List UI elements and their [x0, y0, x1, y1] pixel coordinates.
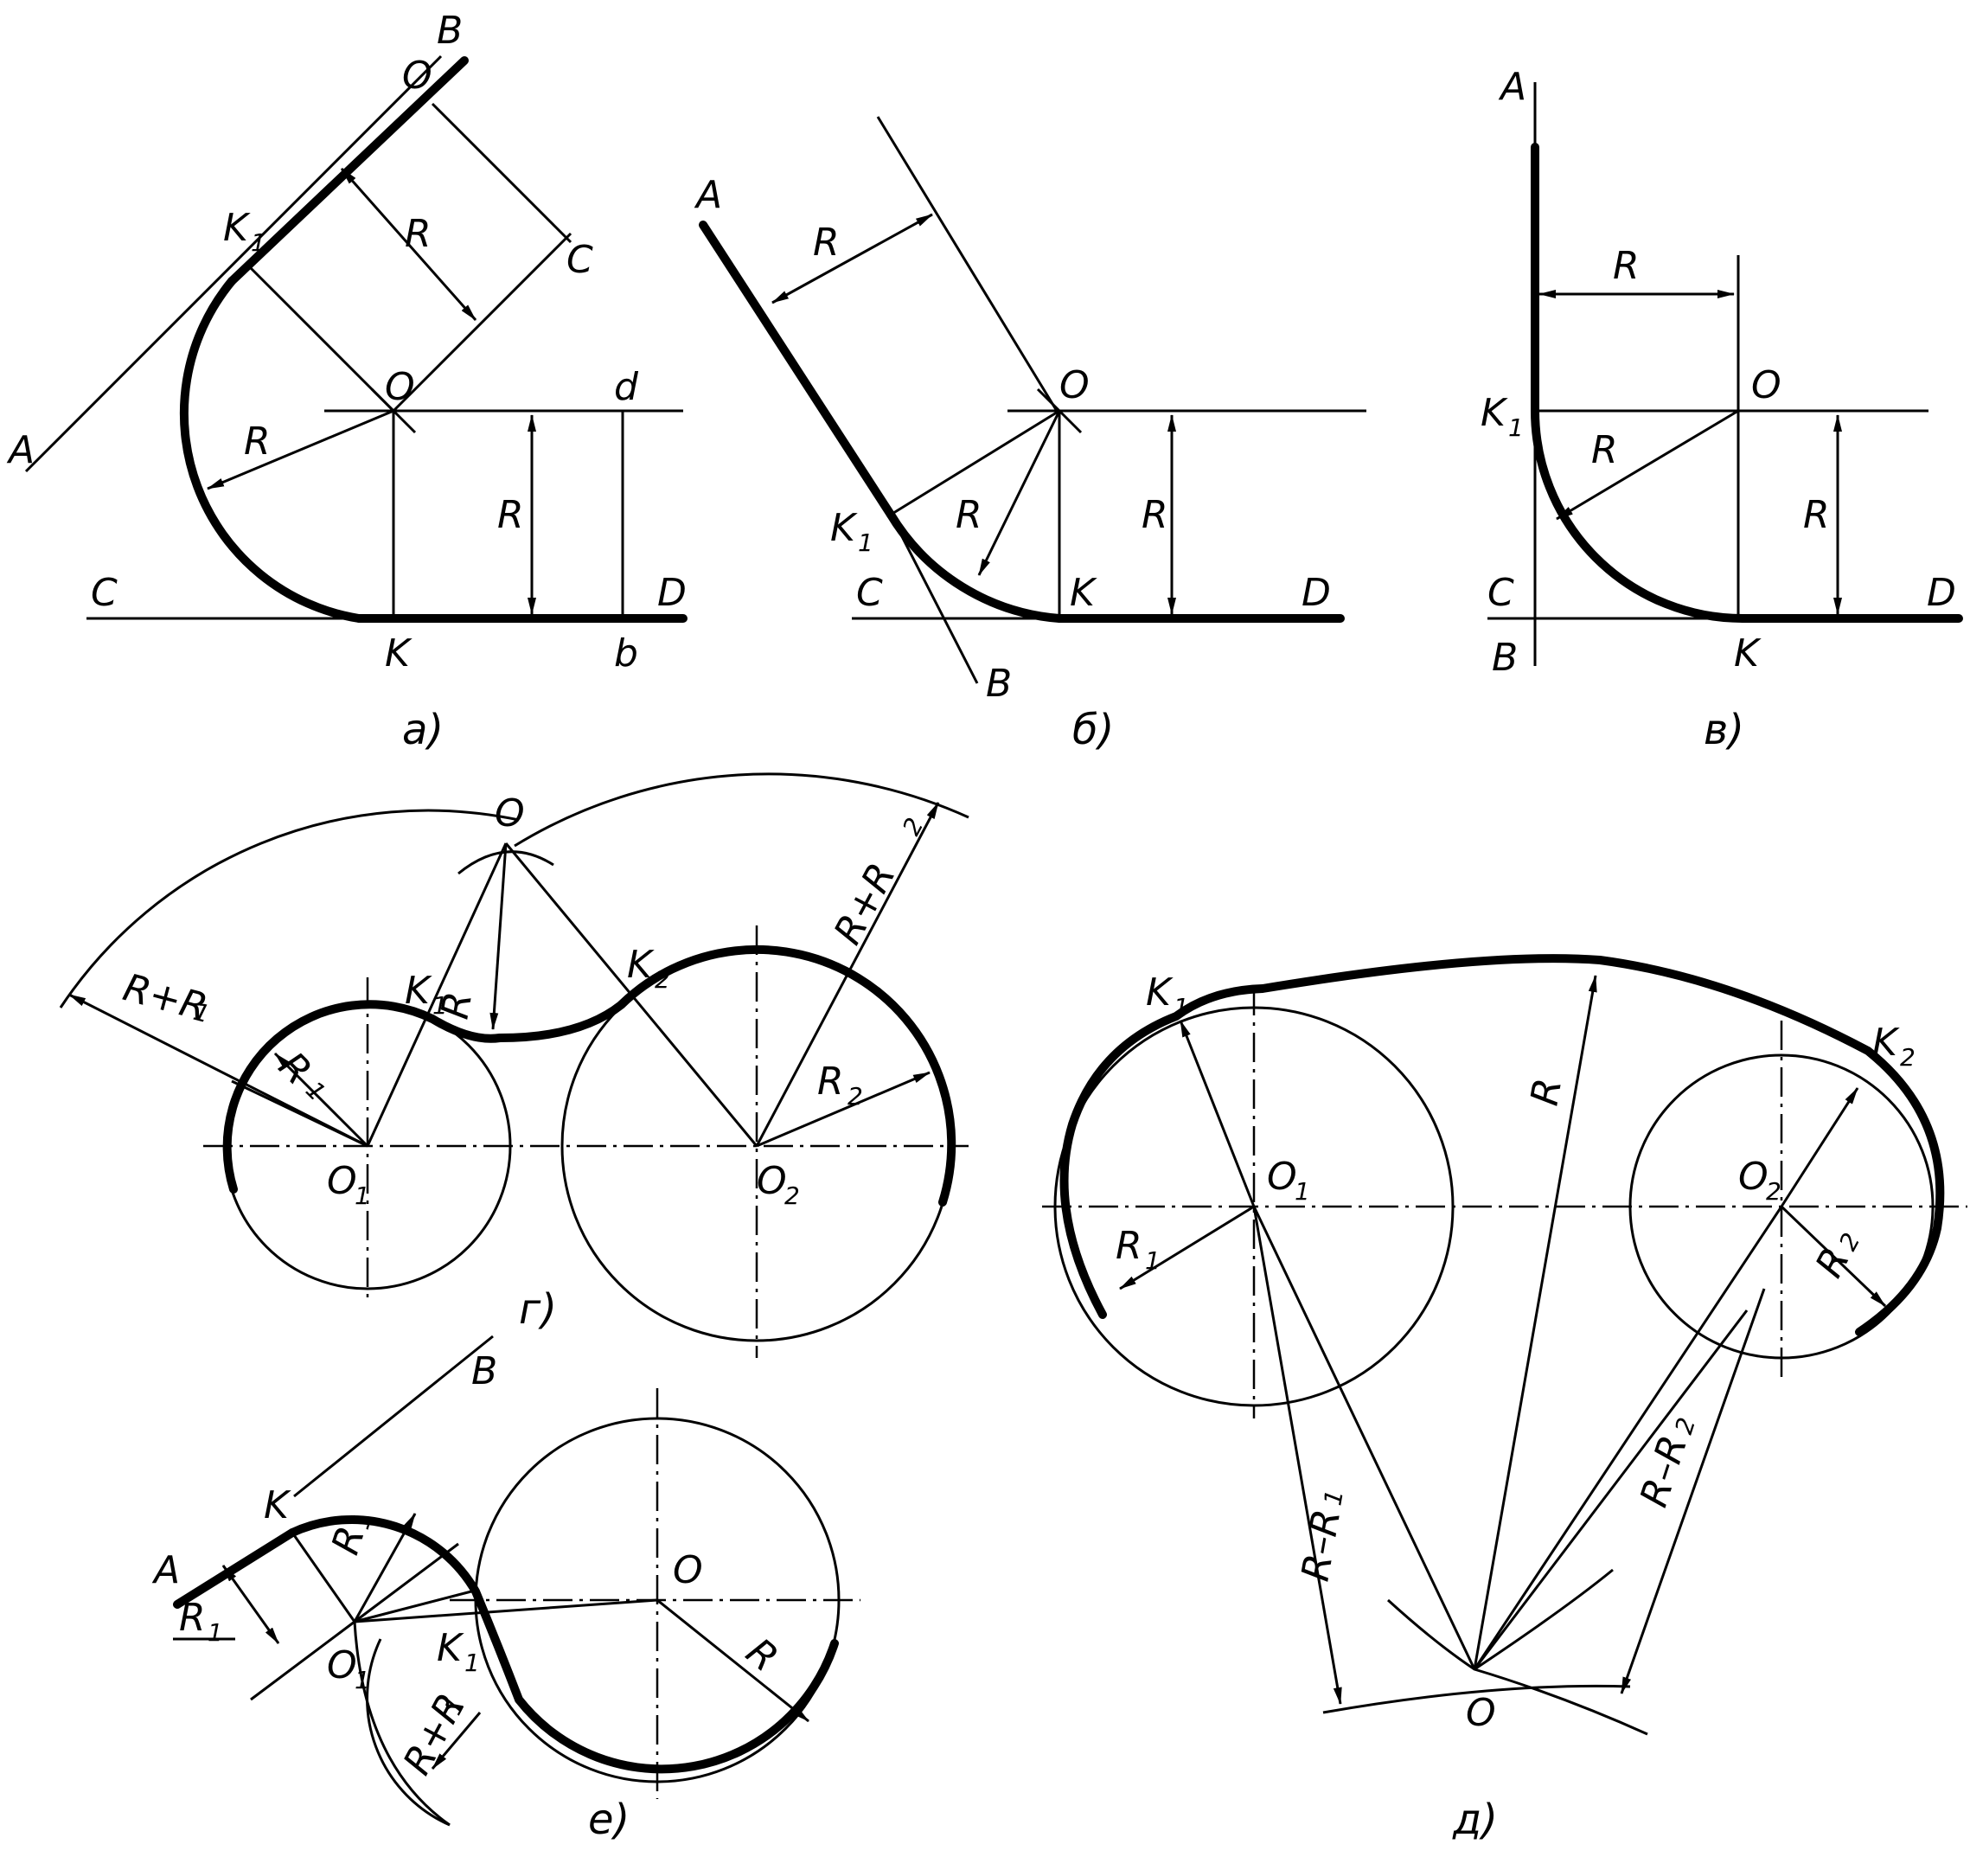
label-K2-sub: 2 [1900, 1043, 1916, 1072]
label-d: d [614, 365, 639, 409]
label-R-diag: R [956, 493, 982, 537]
label-RmR1-sub: 1 [1318, 1488, 1349, 1508]
caption-a: а) [402, 706, 444, 754]
label-RmR1: R–R [1294, 1506, 1350, 1585]
label-R-vertical: R [1803, 493, 1830, 537]
label-K1: K [1146, 970, 1174, 1015]
label-C: C [856, 571, 883, 615]
label-O2-sub: 2 [784, 1181, 800, 1210]
label-O1-sub: 1 [1295, 1177, 1310, 1206]
label-b: b [614, 631, 638, 675]
label-O: O [1059, 363, 1090, 407]
label-K1-sub: 1 [858, 528, 873, 557]
label-O: O [1466, 1691, 1496, 1735]
label-K1: K [405, 969, 432, 1013]
panel-a: A B O C K 1 R O d R R C D K b а) [6, 9, 688, 754]
label-O1: O [327, 1643, 357, 1687]
panel-v: A R O K 1 R R C D B K в) [1481, 65, 1963, 754]
label-B: B [986, 662, 1012, 706]
label-RmR2: R–R [1632, 1431, 1696, 1513]
label-R1-lower-sub: 1 [208, 1618, 223, 1647]
label-O-top: O [402, 54, 432, 98]
label-RR2-sub: 2 [897, 813, 930, 840]
label-B: B [471, 1349, 497, 1393]
label-R2: R [817, 1060, 844, 1104]
label-D: D [1927, 571, 1956, 615]
label-R1: R [1116, 1224, 1142, 1268]
label-K2: K [1872, 1021, 1900, 1065]
label-B: B [437, 9, 463, 53]
label-O1: O [1267, 1155, 1297, 1199]
label-K1-sub: 1 [251, 228, 266, 257]
label-K1-sub: 1 [1508, 413, 1524, 442]
label-C: C [1487, 571, 1514, 615]
label-K1-sub: 1 [432, 991, 448, 1020]
label-K: K [385, 631, 413, 675]
label-K: K [1070, 571, 1097, 615]
label-R1-sub: 1 [1145, 1246, 1161, 1275]
label-O: O [495, 791, 525, 836]
caption-g: г) [519, 1285, 557, 1334]
label-O2: O [1738, 1155, 1769, 1199]
label-O1-sub: 1 [355, 1666, 370, 1694]
label-K1: K [830, 506, 858, 550]
label-D: D [657, 571, 687, 615]
label-R-vertical: R [1142, 493, 1168, 537]
label-R-top: R [813, 221, 840, 265]
label-B: B [1492, 636, 1518, 680]
label-O2-sub: 2 [1766, 1177, 1781, 1206]
label-A: A [6, 428, 35, 472]
caption-b: б) [1072, 706, 1114, 754]
label-R: R [738, 1629, 786, 1681]
caption-e: е) [588, 1796, 630, 1844]
panel-g: O R+R 2 K 2 R+R 1 K 1 R R 1 R 2 O 1 O 2 … [59, 772, 969, 1358]
label-A: A [151, 1548, 180, 1592]
label-R: R [1523, 1075, 1571, 1109]
panel-d: K 1 K 2 R O 1 O 2 R 1 R 2 R–R 1 R–R 2 O … [1042, 954, 1967, 1844]
label-K: K [1734, 631, 1762, 675]
label-O: O [385, 365, 415, 409]
label-D: D [1302, 571, 1331, 615]
label-O1: O [327, 1159, 357, 1203]
label-K1: K [1481, 391, 1508, 435]
label-O1-sub: 1 [355, 1181, 370, 1210]
label-K1-sub: 1 [464, 1649, 480, 1677]
label-R1-sub: 1 [300, 1076, 331, 1107]
label-R1-lower: R [179, 1596, 206, 1640]
label-R2-sub: 2 [847, 1082, 863, 1111]
label-A: A [1498, 65, 1526, 109]
panel-e: B K R 1 A O R 1 R O 1 K 1 R+R 1 е) [151, 1335, 860, 1844]
label-C-upper: C [566, 238, 593, 282]
panel-b: A R O R R K 1 C K D B б) [694, 116, 1366, 754]
label-K: K [264, 1483, 291, 1527]
label-K1-sub: 1 [1174, 993, 1189, 1021]
caption-v: в) [1704, 706, 1744, 754]
label-R-left: R [244, 419, 271, 464]
label-A: A [694, 173, 722, 217]
label-RR2: R+R [826, 856, 905, 951]
label-O: O [1751, 363, 1781, 407]
caption-d: д) [1452, 1796, 1498, 1844]
label-RmR2-sub: 2 [1669, 1414, 1701, 1437]
label-K2: K [627, 943, 655, 987]
label-K2-sub: 2 [655, 965, 670, 994]
label-R-vertical: R [497, 493, 524, 537]
label-K1: K [437, 1626, 464, 1670]
label-O2: O [757, 1159, 787, 1203]
label-R-diag: R [405, 212, 432, 256]
label-R-diag: R [1591, 428, 1618, 472]
label-C-lower: C [91, 571, 118, 615]
label-O: O [673, 1548, 703, 1592]
label-K1: K [223, 206, 251, 250]
label-R-top: R [1613, 244, 1640, 288]
